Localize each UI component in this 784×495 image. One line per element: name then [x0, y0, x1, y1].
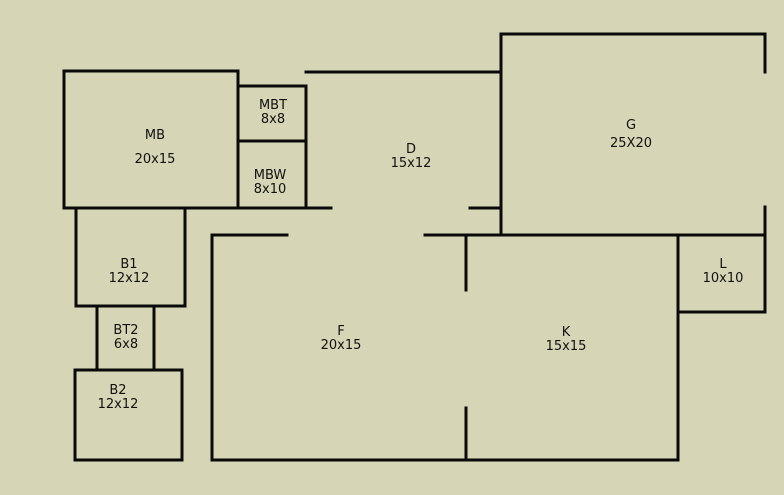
room-name: D — [405, 142, 416, 157]
room-name: MBT — [258, 98, 288, 113]
room-name: L — [719, 257, 727, 272]
room-size: 15x12 — [390, 156, 432, 171]
room-name: MB — [144, 128, 166, 143]
room-g: G 25X20 — [610, 117, 652, 153]
room-name: F — [337, 324, 345, 339]
room-size: 6x8 — [113, 337, 139, 352]
room-size: 15x15 — [545, 339, 587, 354]
room-size: 12x12 — [108, 271, 150, 286]
room-mb: MB 20x15 — [135, 124, 176, 172]
room-name: MBW — [253, 168, 287, 183]
wall-mbt — [236, 84, 308, 210]
room-size: 8x10 — [253, 182, 287, 197]
room-name: G — [625, 118, 637, 133]
room-size: 12x12 — [97, 397, 139, 412]
wall-g — [499, 32, 767, 237]
wall-f — [210, 233, 680, 462]
room-size: 25X20 — [610, 136, 652, 151]
room-size: 10x10 — [702, 271, 744, 286]
room-name: B2 — [109, 383, 127, 398]
wall-b2 — [73, 368, 184, 462]
room-size: 20x15 — [134, 152, 176, 167]
room-name: BT2 — [113, 323, 139, 338]
room-name: K — [561, 325, 571, 340]
wall-b1 — [74, 206, 187, 308]
room-size: 8x8 — [260, 112, 286, 127]
room-name: B1 — [120, 257, 138, 272]
room-size: 20x15 — [320, 338, 362, 353]
wall-l — [676, 205, 767, 314]
